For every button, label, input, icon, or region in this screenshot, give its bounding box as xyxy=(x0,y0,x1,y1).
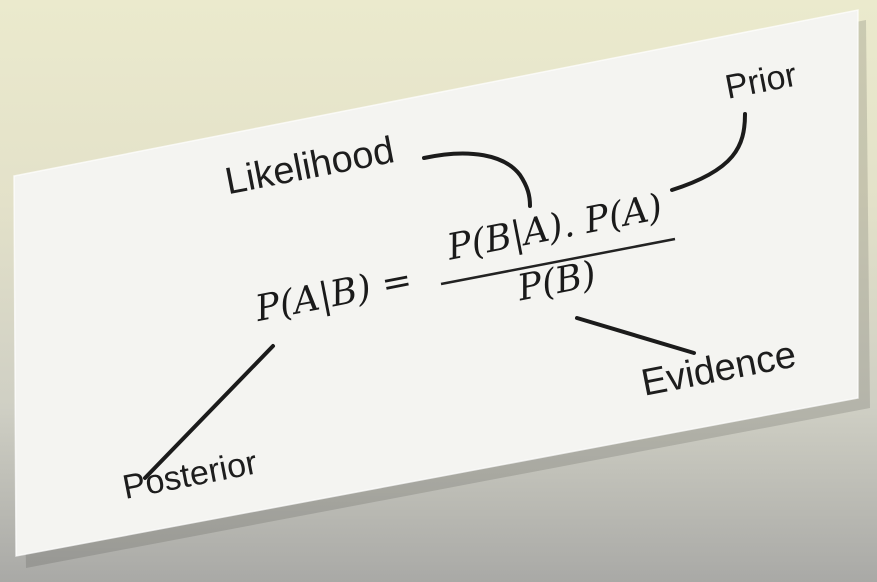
likelihood-connector xyxy=(422,151,532,208)
formula-card xyxy=(14,10,858,556)
prior-connector xyxy=(670,112,747,192)
evidence-connector xyxy=(575,316,696,355)
posterior-connector xyxy=(143,344,275,480)
card-edge xyxy=(13,9,859,557)
fraction-bar xyxy=(440,237,676,286)
